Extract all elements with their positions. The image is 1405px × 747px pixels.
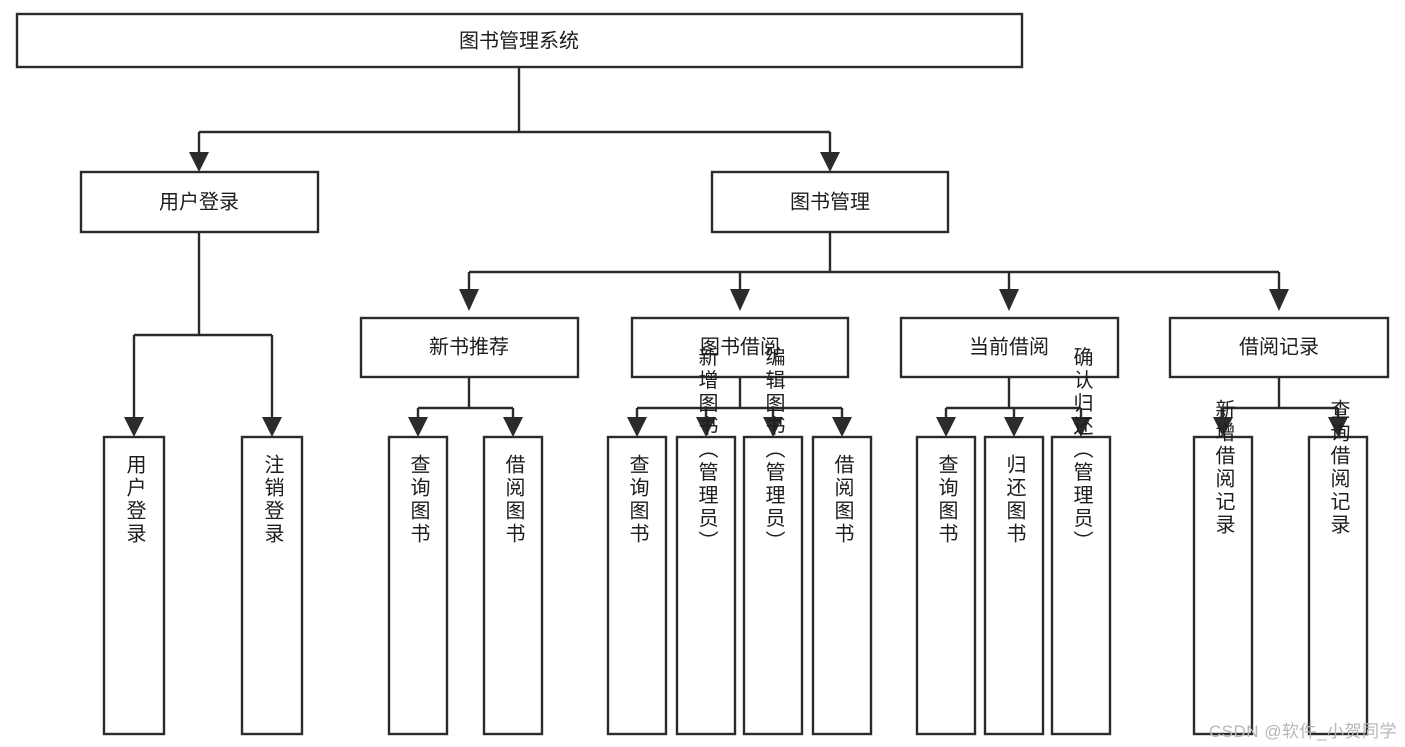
node-borrow-record-box[interactable] <box>1168 316 1390 379</box>
node-leaf-borrow-book-2-label: 借阅图书 <box>831 454 854 546</box>
connector-current-borrow-to-bus <box>944 377 1083 417</box>
node-leaf-query-book-1-label: 查询图书 <box>407 454 430 546</box>
node-leaf-edit-book-box[interactable] <box>742 435 804 736</box>
node-leaf-query-book-3-label: 查询图书 <box>935 454 958 546</box>
node-leaf-query-record-box[interactable] <box>1307 435 1369 736</box>
node-leaf-add-book-box[interactable] <box>675 435 737 736</box>
node-leaf-user-login[interactable]: 用户登录 <box>102 435 166 736</box>
arrow-head-leaf-user-login <box>124 417 144 437</box>
node-leaf-query-record[interactable]: 查询借阅记录 <box>1307 399 1369 736</box>
arrow-head-borrow-record <box>1269 289 1289 311</box>
csdn-watermark: CSDN @软件_小贺同学 <box>1208 722 1397 741</box>
node-leaf-return-book-box[interactable] <box>983 435 1045 736</box>
arrow-head-leaf-return-book <box>1004 417 1024 437</box>
connector-user-login-to-bus <box>132 232 274 417</box>
node-leaf-query-book-3-box[interactable] <box>915 435 977 736</box>
arrow-head-leaf-query-book-3 <box>936 417 956 437</box>
connector-root-to-bus <box>197 67 832 152</box>
node-leaf-confirm-return-label: 确认归还（管理员） <box>1070 346 1093 553</box>
arrow-head-leaf-query-record <box>1328 417 1348 437</box>
node-leaf-add-book-label: 新增图书（管理员） <box>695 346 718 553</box>
node-book-manage-label: 图书管理 <box>790 190 870 213</box>
node-new-book-recommend-label: 新书推荐 <box>429 335 509 358</box>
node-leaf-logout-login-box[interactable] <box>240 435 304 736</box>
connector-borrow-record-to-bus <box>1221 377 1340 417</box>
arrow-head-leaf-add-record <box>1213 417 1233 437</box>
node-book-manage-box[interactable] <box>710 170 950 234</box>
node-root[interactable]: 图书管理系统 <box>15 12 1024 69</box>
node-current-borrow-box[interactable] <box>899 316 1120 379</box>
node-leaf-add-record-box[interactable] <box>1192 435 1254 736</box>
node-leaf-confirm-return[interactable]: 确认归还（管理员） <box>1050 346 1112 736</box>
node-leaf-logout-login[interactable]: 注销登录 <box>240 435 304 736</box>
node-user-login-box[interactable] <box>79 170 320 234</box>
node-leaf-borrow-book-2[interactable]: 借阅图书 <box>811 435 873 736</box>
arrow-head-leaf-edit-book <box>763 417 783 437</box>
connector-new-book-recommend-to-bus <box>416 377 515 417</box>
arrow-head-book-manage <box>820 152 840 172</box>
node-root-label: 图书管理系统 <box>459 29 579 52</box>
node-leaf-borrow-book-2-box[interactable] <box>811 435 873 736</box>
node-leaf-logout-login-label: 注销登录 <box>261 454 284 546</box>
node-leaf-edit-book[interactable]: 编辑图书（管理员） <box>742 346 804 736</box>
arrow-head-current-borrow <box>999 289 1019 311</box>
node-leaf-query-record-label: 查询借阅记录 <box>1327 399 1350 537</box>
node-leaf-borrow-book-1-box[interactable] <box>482 435 544 736</box>
node-leaf-query-book-2[interactable]: 查询图书 <box>606 435 668 736</box>
arrow-head-leaf-logout-login <box>262 417 282 437</box>
node-leaf-user-login-box[interactable] <box>102 435 166 736</box>
arrow-head-leaf-borrow-book-1 <box>503 417 523 437</box>
node-leaf-query-book-1-box[interactable] <box>387 435 449 736</box>
node-leaf-user-login-label: 用户登录 <box>123 454 146 546</box>
node-book-borrow-box[interactable] <box>630 316 850 379</box>
arrow-head-leaf-query-book-2 <box>627 417 647 437</box>
arrow-head-leaf-add-book <box>696 417 716 437</box>
node-new-book-recommend[interactable]: 新书推荐 <box>359 316 580 379</box>
node-leaf-edit-book-label: 编辑图书（管理员） <box>762 346 785 553</box>
node-book-borrow[interactable]: 图书借阅 <box>630 316 850 379</box>
arrow-head-leaf-borrow-book-2 <box>832 417 852 437</box>
connector-book-borrow-to-bus <box>635 377 844 417</box>
node-leaf-return-book-label: 归还图书 <box>1003 454 1026 546</box>
node-leaf-return-book[interactable]: 归还图书 <box>983 435 1045 736</box>
node-book-borrow-label: 图书借阅 <box>700 335 780 358</box>
connector-layer <box>124 67 1348 437</box>
node-leaf-query-book-3[interactable]: 查询图书 <box>915 435 977 736</box>
node-book-manage[interactable]: 图书管理 <box>710 170 950 234</box>
node-leaf-confirm-return-box[interactable] <box>1050 435 1112 736</box>
node-leaf-query-book-2-box[interactable] <box>606 435 668 736</box>
node-leaf-add-book[interactable]: 新增图书（管理员） <box>675 346 737 736</box>
node-leaf-add-record[interactable]: 新增借阅记录 <box>1192 399 1254 736</box>
node-leaf-borrow-book-1[interactable]: 借阅图书 <box>482 435 544 736</box>
node-leaf-query-book-2-label: 查询图书 <box>626 454 649 546</box>
node-borrow-record[interactable]: 借阅记录 <box>1168 316 1390 379</box>
node-root-box[interactable] <box>15 12 1024 69</box>
node-leaf-borrow-book-1-label: 借阅图书 <box>502 454 525 546</box>
node-new-book-recommend-box[interactable] <box>359 316 580 379</box>
node-leaf-add-record-label: 新增借阅记录 <box>1212 399 1235 537</box>
node-user-login-label: 用户登录 <box>159 190 239 213</box>
node-borrow-record-label: 借阅记录 <box>1239 335 1319 358</box>
arrow-head-leaf-query-book-1 <box>408 417 428 437</box>
node-leaf-query-book-1[interactable]: 查询图书 <box>387 435 449 736</box>
arrow-head-user-login <box>189 152 209 172</box>
node-current-borrow-label: 当前借阅 <box>969 335 1049 358</box>
arrow-head-new-book-recommend <box>459 289 479 311</box>
connector-book-manage-to-bus <box>467 232 1281 289</box>
arrow-head-book-borrow <box>730 289 750 311</box>
node-user-login[interactable]: 用户登录 <box>79 170 320 234</box>
node-current-borrow[interactable]: 当前借阅 <box>899 316 1120 379</box>
arrow-head-leaf-confirm-return <box>1071 417 1091 437</box>
